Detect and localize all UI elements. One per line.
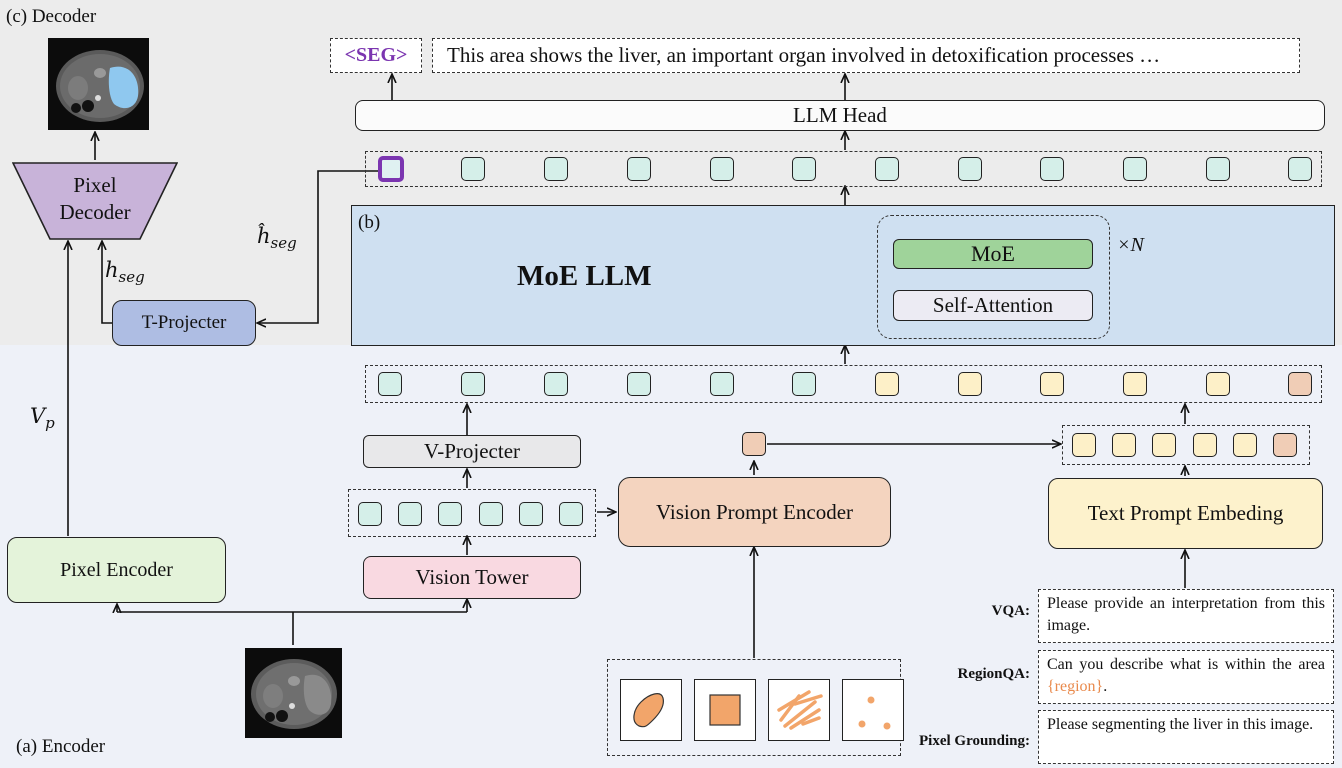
prompt-label-vqa: VQA:	[991, 603, 1030, 619]
visual-prompt-group	[607, 659, 904, 756]
llm-section-label: (b)	[358, 212, 381, 233]
image-token	[544, 372, 568, 396]
text-output: This area shows the liver, an important …	[432, 38, 1300, 73]
moe-layer: MoE	[893, 239, 1093, 269]
text-prompt-embedding: Text Prompt Embeding	[1048, 478, 1323, 549]
text-prompt-token-row	[1062, 425, 1310, 465]
vision-token	[438, 502, 462, 526]
decoder-section-label: (c) Decoder	[6, 6, 97, 27]
output-token	[1288, 157, 1312, 181]
box-region-icon	[694, 679, 756, 741]
input-token-row	[365, 365, 1322, 403]
seg-token-output: <SEG>	[330, 38, 422, 73]
output-token	[1040, 157, 1064, 181]
scribble-region-icon	[768, 679, 830, 741]
output-token	[1123, 157, 1147, 181]
image-token	[710, 372, 734, 396]
vision-token	[559, 502, 583, 526]
seg-token	[378, 156, 404, 182]
region-placeholder: {region}	[1047, 678, 1104, 695]
prompt-text-pixel-grounding: Please segmenting the liver in this imag…	[1038, 710, 1334, 764]
encoder-section-label: (a) Encoder	[16, 736, 106, 757]
prompt-text-regionqa: Can you describe what is within the area…	[1038, 650, 1334, 704]
text-prompt-token	[1233, 433, 1257, 457]
h-seg-label: hseg	[105, 258, 145, 287]
vision-token	[519, 502, 543, 526]
text-prompt-token	[1152, 433, 1176, 457]
text-token	[1206, 372, 1230, 396]
transformer-layer-group	[877, 215, 1110, 339]
pixel-decoder-label: Pixel Decoder	[59, 173, 131, 224]
output-token	[875, 157, 899, 181]
output-token	[627, 157, 651, 181]
vision-token	[479, 502, 503, 526]
region-token	[1288, 372, 1312, 396]
moe-llm-title: MoE LLM	[517, 260, 652, 292]
output-token	[710, 157, 734, 181]
prompt-text-vqa: Please provide an interpretation from th…	[1038, 589, 1334, 643]
text-token	[875, 372, 899, 396]
text-token	[1040, 372, 1064, 396]
image-token	[627, 372, 651, 396]
text-prompt-token	[1193, 433, 1217, 457]
text-prompt-token	[1072, 433, 1096, 457]
output-token	[1206, 157, 1230, 181]
v-projecter: V-Projecter	[363, 435, 581, 468]
vision-prompt-token	[742, 432, 766, 456]
pixel-encoder: Pixel Encoder	[7, 537, 226, 603]
segmented-ct-image	[48, 38, 149, 130]
output-token-row	[365, 151, 1322, 187]
freeform-region-icon	[620, 679, 682, 741]
prompt-label-pixel-grounding: Pixel Grounding:	[919, 733, 1030, 749]
output-token	[792, 157, 816, 181]
ct-scan-image	[245, 648, 342, 738]
output-token	[461, 157, 485, 181]
self-attention-layer: Self-Attention	[893, 290, 1093, 321]
h-seg-hat-label: ĥseg	[257, 224, 297, 253]
image-token	[378, 372, 402, 396]
v-p-label: Vp	[30, 404, 55, 433]
prompt-label-regionqa: RegionQA:	[957, 666, 1031, 682]
pixel-decoder: Pixel Decoder	[12, 162, 178, 240]
output-token	[544, 157, 568, 181]
llm-head: LLM Head	[355, 100, 1325, 131]
vision-tower: Vision Tower	[363, 556, 581, 599]
text-token	[958, 372, 982, 396]
text-token	[1123, 372, 1147, 396]
vision-token	[398, 502, 422, 526]
points-region-icon	[842, 679, 904, 741]
vision-token-row	[348, 489, 596, 537]
vision-token	[358, 502, 382, 526]
text-prompt-region-token	[1273, 433, 1297, 457]
text-prompt-token	[1112, 433, 1136, 457]
layer-repeat-label: ×N	[1117, 234, 1144, 256]
moe-llm-block: (b) MoE LLM MoE Self-Attention ×N	[351, 205, 1335, 346]
output-token	[958, 157, 982, 181]
image-token	[461, 372, 485, 396]
image-token	[792, 372, 816, 396]
vision-prompt-encoder: Vision Prompt Encoder	[618, 477, 891, 547]
t-projecter: T-Projecter	[112, 300, 256, 346]
